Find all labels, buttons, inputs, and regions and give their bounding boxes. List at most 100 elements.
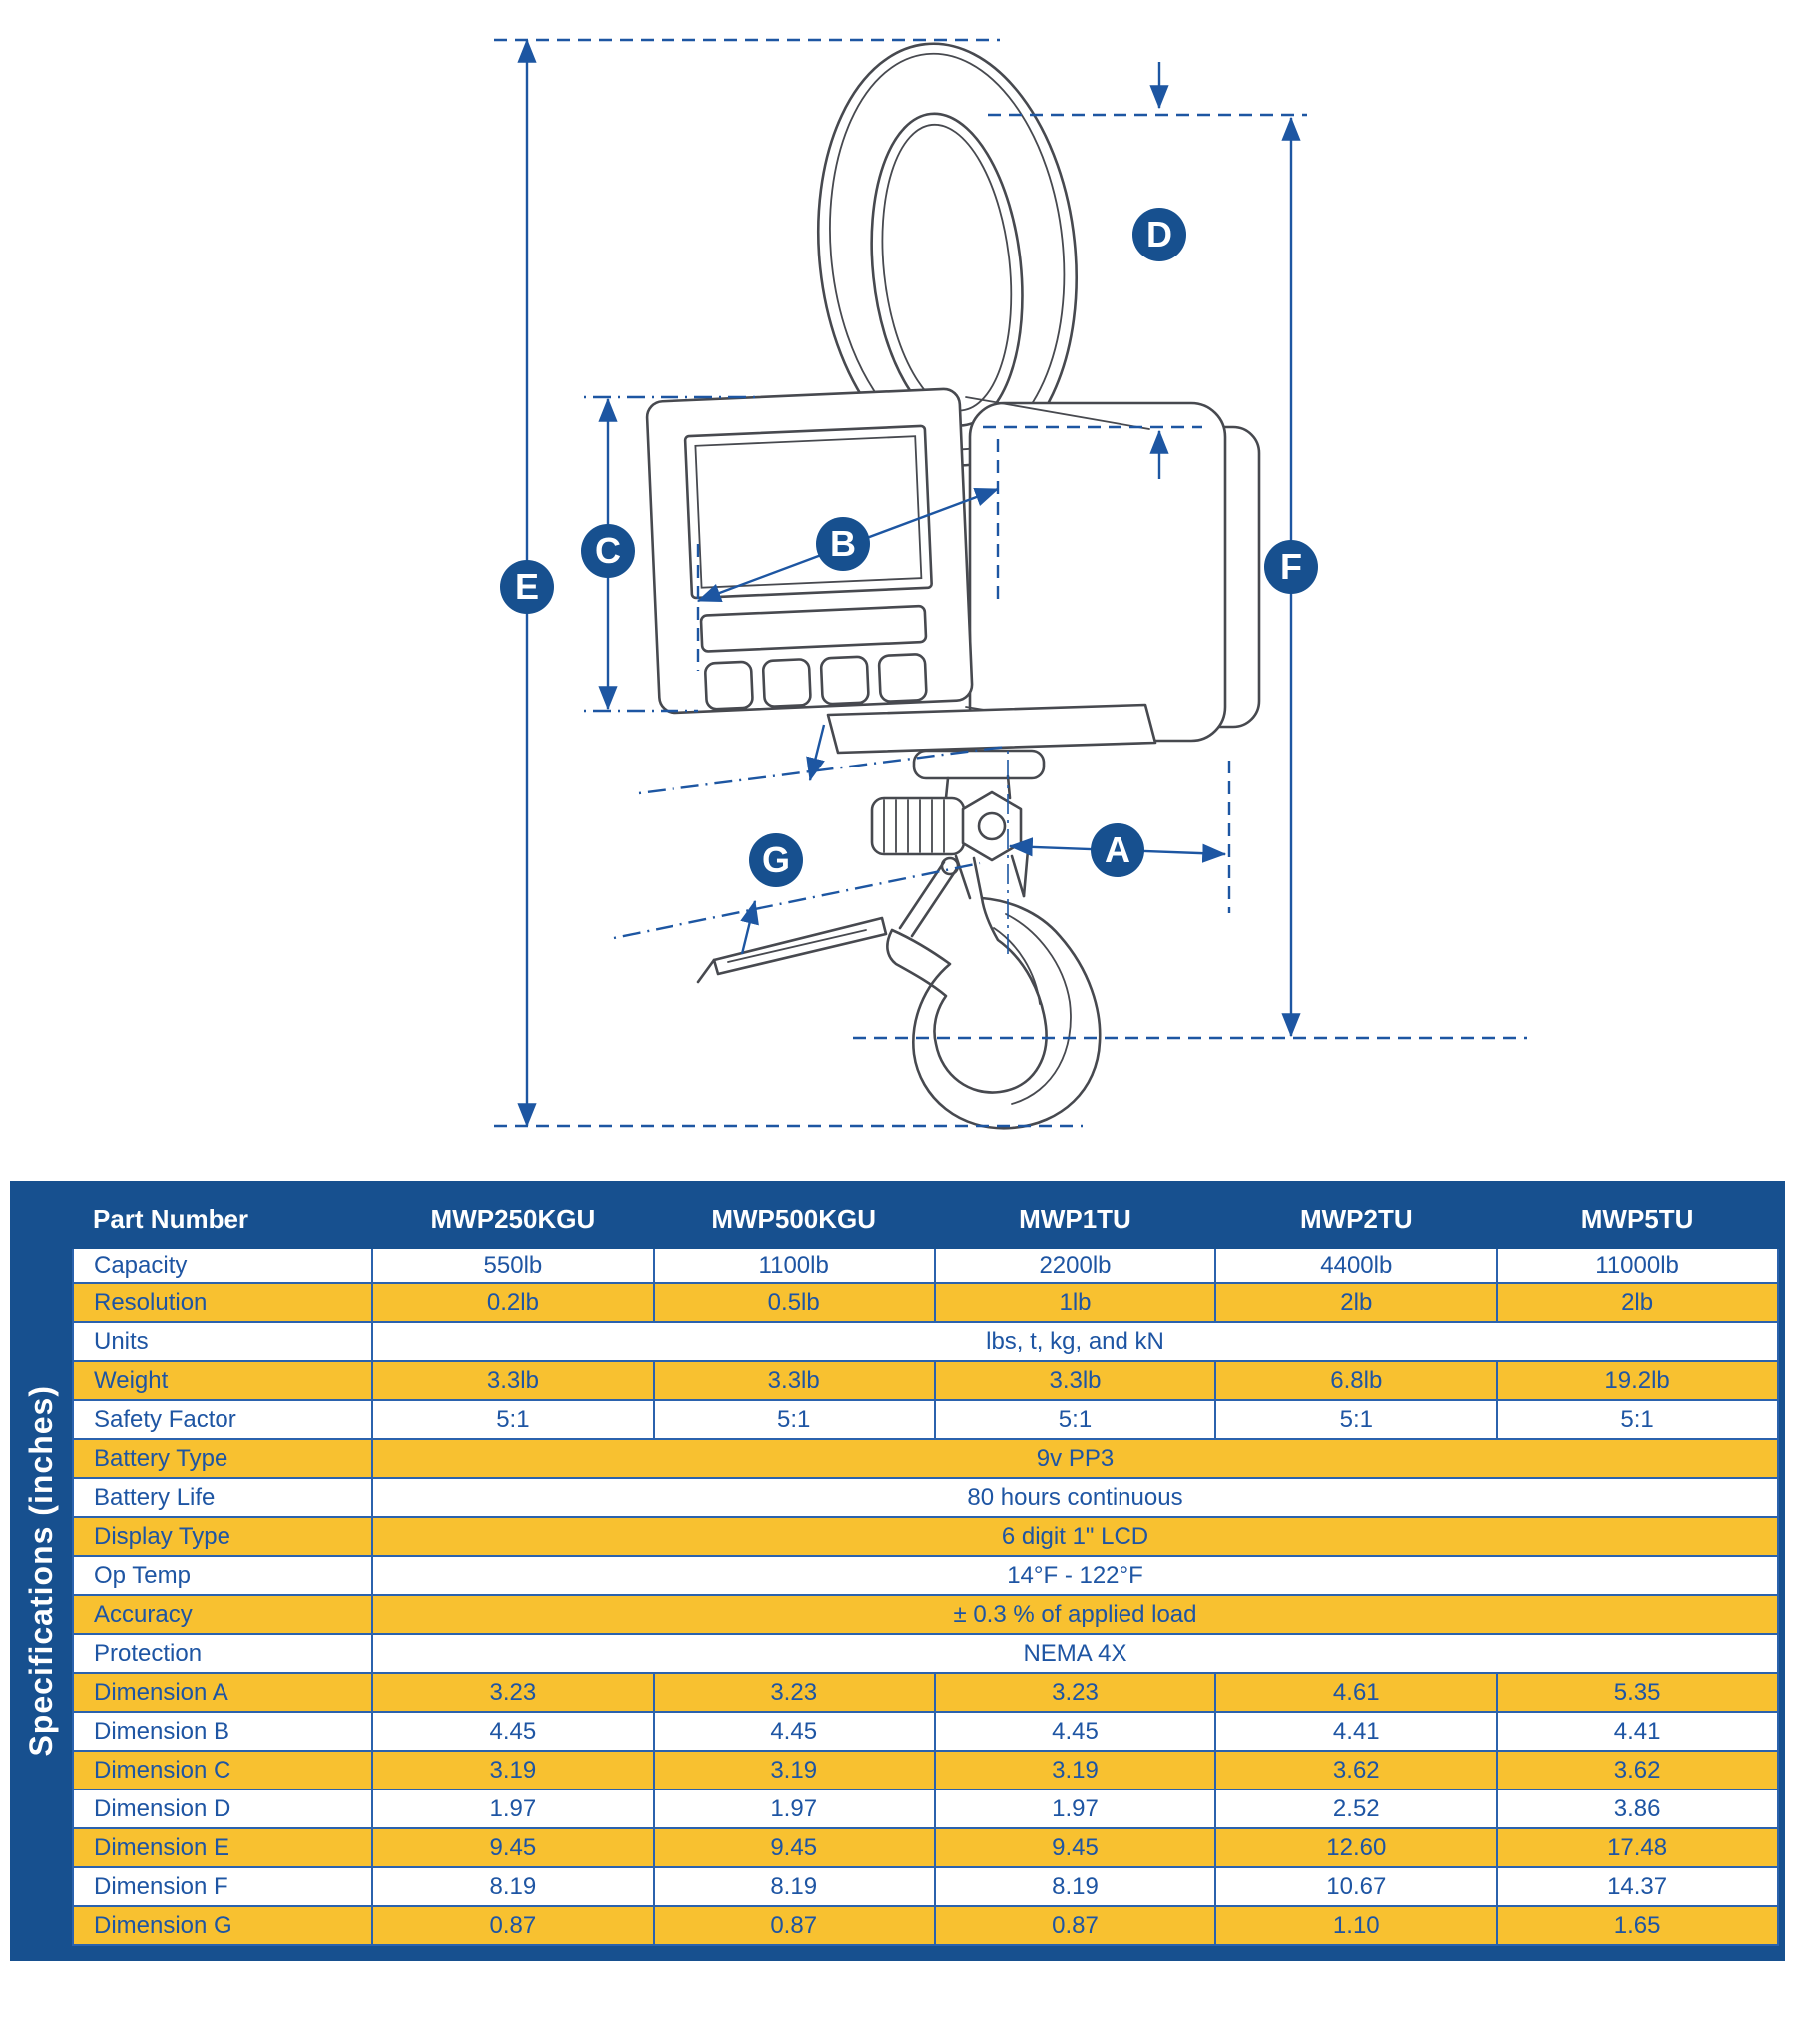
spec-cell: 8.19 (652, 1866, 936, 1907)
dimension-labels: A B C D E F G (500, 208, 1318, 887)
spec-cell: 5.35 (1496, 1672, 1779, 1713)
spec-cell: 17.48 (1496, 1827, 1779, 1868)
dimension-label-e: E (500, 560, 554, 614)
spec-cell: 9.45 (652, 1827, 936, 1868)
spec-cell: 19.2lb (1496, 1360, 1779, 1401)
spec-cell: 5:1 (371, 1399, 655, 1440)
spec-cell: 11000lb (1496, 1241, 1779, 1284)
spec-cell: 1.10 (1214, 1905, 1499, 1946)
display-body (645, 387, 974, 715)
spec-row-label: Dimension F (72, 1866, 373, 1907)
spec-cell: 3.62 (1496, 1750, 1779, 1790)
spec-cell-span: 80 hours continuous (371, 1477, 1779, 1518)
swivel (870, 774, 1030, 900)
spec-cell: 3.19 (652, 1750, 936, 1790)
spec-cell: 4.41 (1496, 1711, 1779, 1752)
spec-cell: 8.19 (371, 1866, 655, 1907)
spec-cell: 3.3lb (933, 1360, 1217, 1401)
spec-cell: 0.87 (652, 1905, 936, 1946)
spec-cell: 3.23 (371, 1672, 655, 1713)
label-slot (699, 604, 928, 653)
spec-cell: 9.45 (371, 1827, 655, 1868)
spec-row-label: Dimension G (72, 1905, 373, 1946)
dimension-label-g: G (749, 833, 803, 887)
spec-cell: 10.67 (1214, 1866, 1499, 1907)
spec-cell: 0.2lb (371, 1282, 655, 1323)
spec-cell: 3.3lb (371, 1360, 655, 1401)
spec-row-label: Capacity (72, 1241, 373, 1284)
spec-row-label: Battery Life (72, 1477, 373, 1518)
spec-row-label: Weight (72, 1360, 373, 1401)
column-header-mwp1tu: MWP1TU (934, 1197, 1216, 1245)
latch-pin (696, 916, 888, 984)
spec-cell: 5:1 (652, 1399, 936, 1440)
svg-text:G: G (762, 839, 790, 880)
spec-cell-span: 14°F - 122°F (371, 1555, 1779, 1596)
spec-cell: 3.86 (1496, 1788, 1779, 1829)
spec-cell: 3.19 (933, 1750, 1217, 1790)
spec-row-label: Dimension E (72, 1827, 373, 1868)
column-header-mwp250kgu: MWP250KGU (372, 1197, 654, 1245)
dimension-label-a: A (1091, 823, 1144, 877)
spec-cell: 2.52 (1214, 1788, 1499, 1829)
spec-row: Accuracy± 0.3 % of applied load (72, 1594, 1779, 1635)
spec-cell-span: 6 digit 1" LCD (371, 1516, 1779, 1557)
mount-plate (826, 703, 1157, 780)
spec-cell: 3.19 (371, 1750, 655, 1790)
spec-cell: 3.23 (652, 1672, 936, 1713)
spec-row-label: Accuracy (72, 1594, 373, 1635)
keypad-buttons (704, 653, 928, 711)
spec-row-label: Dimension B (72, 1711, 373, 1752)
spec-row-label: Safety Factor (72, 1399, 373, 1440)
safety-latch (898, 856, 960, 938)
spec-row-label: Dimension D (72, 1788, 373, 1829)
spec-cell: 1100lb (652, 1241, 936, 1284)
column-header-mwp500kgu: MWP500KGU (653, 1197, 935, 1245)
sidebar-title: Specifications (inches) (22, 1385, 59, 1757)
svg-text:F: F (1280, 546, 1302, 587)
spec-cell: 5:1 (1214, 1399, 1499, 1440)
spec-cell: 3.3lb (652, 1360, 936, 1401)
svg-text:B: B (830, 523, 856, 564)
spec-cell: 4400lb (1214, 1241, 1499, 1284)
column-header-part-number: Part Number (73, 1197, 372, 1245)
dimension-label-f: F (1264, 540, 1318, 594)
spec-row-label: Display Type (72, 1516, 373, 1557)
spec-cell: 0.5lb (652, 1282, 936, 1323)
spec-cell: 3.23 (933, 1672, 1217, 1713)
hex-bolt (961, 790, 1023, 862)
spec-cell: 5:1 (933, 1399, 1217, 1440)
spec-cell: 0.87 (371, 1905, 655, 1946)
column-header-mwp5tu: MWP5TU (1497, 1197, 1778, 1245)
crane-scale-dimension-diagram: A B C D E F G (494, 38, 1527, 1130)
spec-cell: 5:1 (1496, 1399, 1779, 1440)
spec-cell: 0.87 (933, 1905, 1217, 1946)
spec-cell: 550lb (371, 1241, 655, 1284)
spec-cell: 12.60 (1214, 1827, 1499, 1868)
spec-row-label: Resolution (72, 1282, 373, 1323)
spec-cell: 1.97 (371, 1788, 655, 1829)
dimension-label-d: D (1132, 208, 1186, 261)
spec-cell: 14.37 (1496, 1866, 1779, 1907)
spec-cell: 6.8lb (1214, 1360, 1499, 1401)
spec-cell: 4.61 (1214, 1672, 1499, 1713)
spec-row-label: Battery Type (72, 1438, 373, 1479)
spec-cell: 4.45 (371, 1711, 655, 1752)
spec-cell: 4.45 (933, 1711, 1217, 1752)
spec-cell-span: ± 0.3 % of applied load (371, 1594, 1779, 1635)
svg-text:C: C (595, 530, 621, 571)
